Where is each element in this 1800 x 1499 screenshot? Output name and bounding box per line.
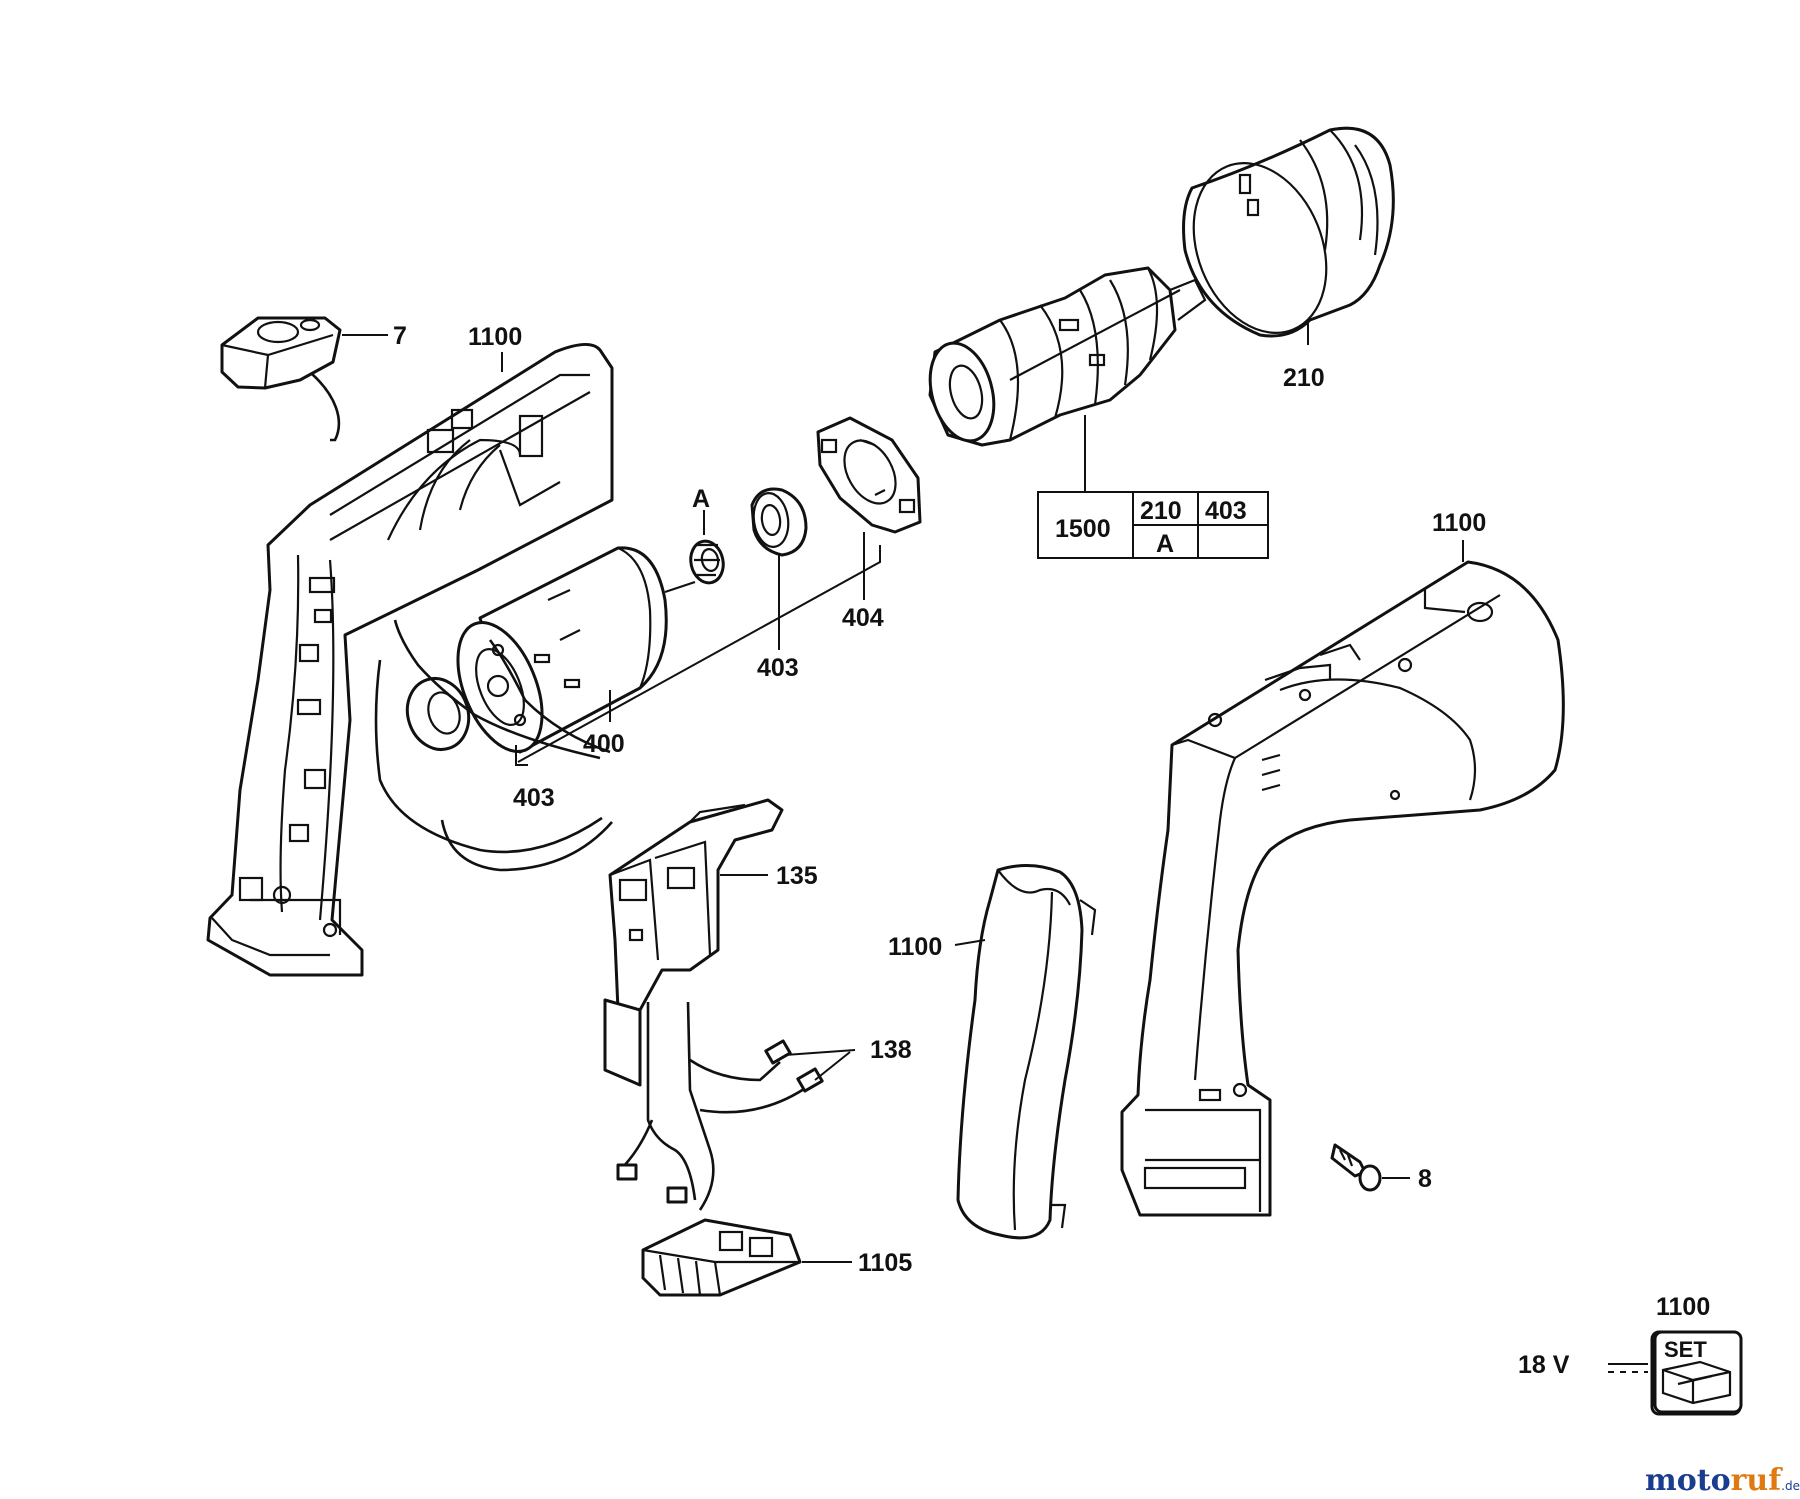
connectors-part-138 [616,1001,824,1211]
grip-part-1100 [956,863,1097,1240]
bearing-part-403-lower [405,677,471,751]
set-voltage-label: 18 V [1518,1351,1570,1379]
pinion-part-A [689,539,725,585]
kit-table-cell-r1c1: 210 [1140,497,1182,525]
label-1100-set: 1100 [1656,1293,1710,1321]
svg-text:motoruf.de: motoruf.de [1645,1463,1800,1498]
housing-shell-right-1100 [1120,560,1565,1217]
switch-cap-part-7 [220,316,342,442]
label-1100-housing-left: 1100 [468,323,522,351]
watermark-part2: ruf [1731,1463,1784,1498]
kit-table-1500 [1037,491,1269,559]
kit-table-cell-r1c2: 403 [1205,497,1247,525]
set-box-label: SET [1664,1337,1707,1362]
screw-part-8 [1330,1143,1382,1192]
label-403-upper: 403 [757,654,799,682]
label-210: 210 [1283,364,1325,392]
label-400: 400 [583,730,625,758]
motor-part-400 [456,546,696,754]
battery-contacts-part-1105 [641,1218,802,1297]
housing-shell-left-1100 [206,343,614,977]
label-404: 404 [842,604,884,632]
kit-table-kit-number: 1500 [1055,515,1111,543]
set-box [1608,1330,1743,1416]
label-138: 138 [870,1036,912,1064]
label-403-lower: 403 [513,784,555,812]
chuck-cover-part-210 [1009,126,1395,381]
label-8: 8 [1418,1165,1432,1193]
leader-1100-grip [954,939,986,946]
bracket-400-404 [517,545,881,763]
ring-part-404 [816,416,922,534]
label-7: 7 [393,322,407,350]
gearbox-part-1500 [928,266,1207,447]
watermark-part1: moto [1645,1463,1731,1498]
leader-138 [784,1049,856,1081]
bearing-part-403-upper [750,487,808,557]
kit-table-cell-r2c1: A [1156,530,1174,558]
label-135: 135 [776,862,818,890]
switch-part-135 [374,619,784,1087]
label-1100-housing-right: 1100 [1432,509,1486,537]
watermark-suffix: .de [1781,1479,1800,1493]
label-1105: 1105 [858,1249,912,1277]
label-A: A [692,485,710,513]
bracket-403-lower [515,745,528,766]
label-1100-grip: 1100 [888,933,942,961]
watermark: motoruf.de [1645,1463,1800,1498]
